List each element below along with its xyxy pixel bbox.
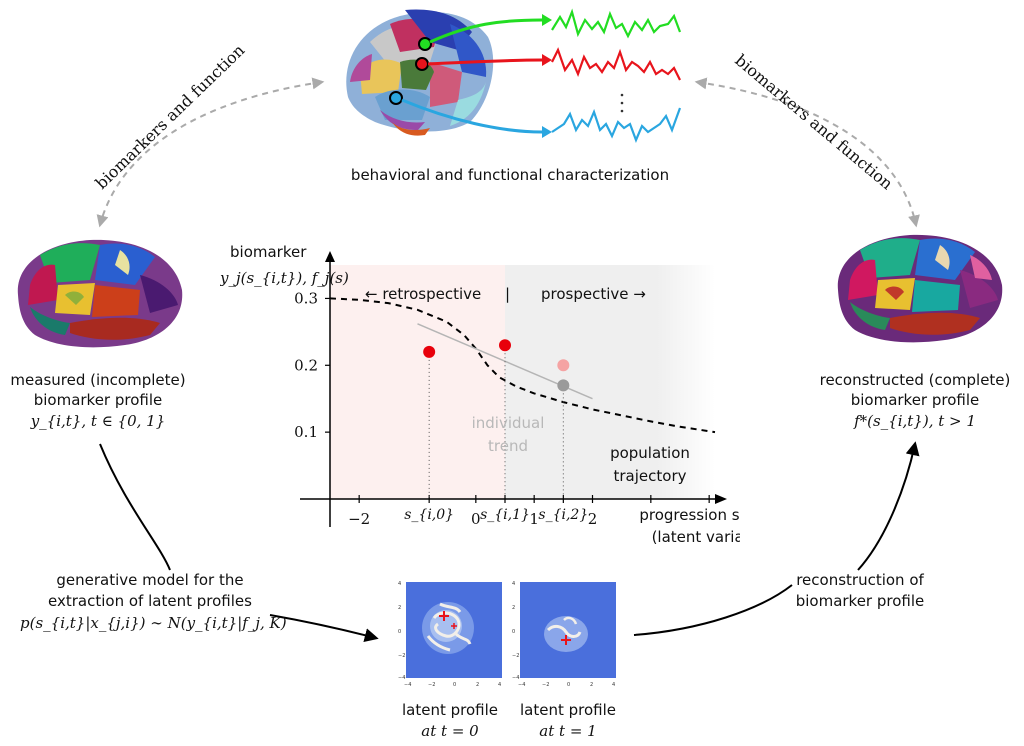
- right-up-arrow: [857, 441, 920, 571]
- from-latent-arrow: [633, 584, 793, 636]
- left-dashed-arrow: [96, 77, 325, 228]
- svg-text:0: 0: [453, 682, 456, 688]
- ellipsis-dot: [620, 93, 624, 97]
- reconstruction-line1: reconstruction of: [796, 571, 924, 589]
- data-point-predicted: [557, 379, 570, 392]
- blue-arrow: [401, 98, 543, 134]
- svg-text:4: 4: [512, 581, 515, 587]
- svg-text:−4: −4: [518, 682, 525, 688]
- svg-text:−2: −2: [398, 653, 405, 659]
- svg-text:2: 2: [398, 605, 401, 611]
- svg-text:0: 0: [567, 682, 570, 688]
- x-tick-label: −2: [348, 510, 370, 528]
- left-arrow-label: biomarkers and function: [92, 41, 249, 193]
- ellipsis-dot: [620, 109, 624, 113]
- red-arrow-head: [542, 54, 552, 66]
- red-arrow: [427, 58, 543, 66]
- svg-text:0: 0: [398, 629, 401, 635]
- x-tick-label: 2: [588, 510, 598, 528]
- svg-text:−4: −4: [512, 675, 519, 681]
- svg-text:4: 4: [498, 682, 501, 688]
- svg-text:−4: −4: [404, 682, 411, 688]
- green-signal: [551, 8, 682, 39]
- reconstruction-line2: biomarker profile: [795, 592, 925, 610]
- population-trajectory-label-2: trajectory: [614, 467, 687, 485]
- top-brain-image: [346, 9, 494, 136]
- ellipsis-dot: [620, 101, 624, 105]
- region-label-prospective: prospective →: [541, 285, 646, 303]
- data-point-measured: [499, 339, 511, 352]
- x-tick-label: 0: [471, 510, 481, 528]
- top-arrows: biomarkers and function biomarkers and f…: [92, 41, 920, 228]
- right-brain-image: [837, 234, 1003, 343]
- left-line1: measured (incomplete): [10, 371, 186, 389]
- y-tick-label: 0.1: [294, 423, 318, 441]
- right-line2: biomarker profile: [850, 391, 980, 409]
- blue-arrow-head: [542, 126, 552, 138]
- left-line2: biomarker profile: [33, 391, 163, 409]
- score-label-1: s_{i,1}: [480, 507, 530, 523]
- right-dashed-arrow: [694, 77, 920, 228]
- region-retrospective: [330, 265, 505, 499]
- green-arrow-head: [542, 14, 552, 26]
- top-caption: behavioral and functional characterizati…: [350, 166, 670, 184]
- to-latent-arrow: [269, 614, 379, 642]
- y-tick-label: 0.3: [294, 289, 318, 307]
- population-trajectory-label-1: population: [610, 444, 690, 462]
- green-arrow: [429, 18, 543, 44]
- generative-line2: extraction of latent profiles: [48, 592, 252, 610]
- svg-text:2: 2: [512, 605, 515, 611]
- blue-electrode: [389, 91, 403, 105]
- generative-line1: generative model for the: [56, 571, 244, 589]
- svg-text:−4: −4: [398, 675, 405, 681]
- region-fade: [656, 265, 715, 499]
- top-brain-figure: [346, 8, 682, 143]
- red-signal: [551, 47, 681, 81]
- score-label-2: s_{i,2}: [538, 507, 588, 523]
- individual-trend-label-1: individual: [472, 414, 545, 432]
- x-axis-arrowhead: [715, 494, 727, 504]
- chart-xlabel-line2: (latent variable): [652, 528, 740, 546]
- y-tick-label: 0.2: [294, 356, 318, 374]
- individual-trend-label-2: trend: [488, 437, 528, 455]
- right-line3: f*(s_{i,t}), t > 1: [854, 412, 976, 430]
- latent-profile-1-line1: latent profile: [519, 701, 616, 719]
- chart-ylabel-line1: biomarker: [230, 243, 307, 261]
- left-brain-image: [17, 239, 183, 348]
- left-down-arrow: [99, 443, 171, 571]
- x-tick-label: 1: [529, 510, 539, 528]
- latent-profile-1-line2: at t = 1: [539, 722, 597, 740]
- region-label-retrospective: ← retrospective: [365, 285, 481, 303]
- svg-text:0: 0: [512, 629, 515, 635]
- right-line1: reconstructed (complete): [819, 371, 1011, 389]
- blue-signal: [551, 107, 682, 143]
- green-electrode: [418, 37, 432, 51]
- svg-text:−2: −2: [512, 653, 519, 659]
- population-trajectory-line: [329, 297, 716, 434]
- data-point-measured: [423, 345, 436, 358]
- latent-profile-t1: 4 2 0 −2 −4 −4 −2 0 2 4: [512, 581, 616, 688]
- right-arrow-label: biomarkers and function: [731, 51, 896, 194]
- flow-arrows: [99, 441, 920, 642]
- svg-text:−2: −2: [428, 682, 435, 688]
- latent-profile-0-line2: at t = 0: [421, 722, 479, 740]
- latent-profile-0-line1: latent profile: [401, 701, 498, 719]
- generative-line3: p(s_{i,t}|x_{j,i}) ∼ N(y_{i,t}|f_j, K): [20, 614, 287, 632]
- svg-text:4: 4: [398, 581, 401, 587]
- svg-text:2: 2: [476, 682, 479, 688]
- data-point-future-true: [557, 359, 570, 372]
- y-axis-arrowhead: [325, 251, 335, 262]
- latent-profile-t0: 4 2 0 −2 −4 −4 −2 0 2 4: [398, 581, 502, 688]
- svg-text:−2: −2: [542, 682, 549, 688]
- progression-chart: 0.1 0.2 0.3 −2 0 1 2 s_{i,0} s_{i,1} s_{i,2} biom…: [220, 243, 740, 546]
- chart-ylabel-line2: y_j(s_{i,t}), f_j(s): [220, 269, 349, 287]
- chart-xlabel-line1: progression score s: [639, 506, 740, 524]
- region-divider: |: [505, 285, 510, 303]
- score-label-0: s_{i,0}: [404, 507, 454, 523]
- left-line3: y_{i,t}, t ∈ {0, 1}: [30, 412, 166, 430]
- svg-text:2: 2: [590, 682, 593, 688]
- svg-text:4: 4: [612, 682, 615, 688]
